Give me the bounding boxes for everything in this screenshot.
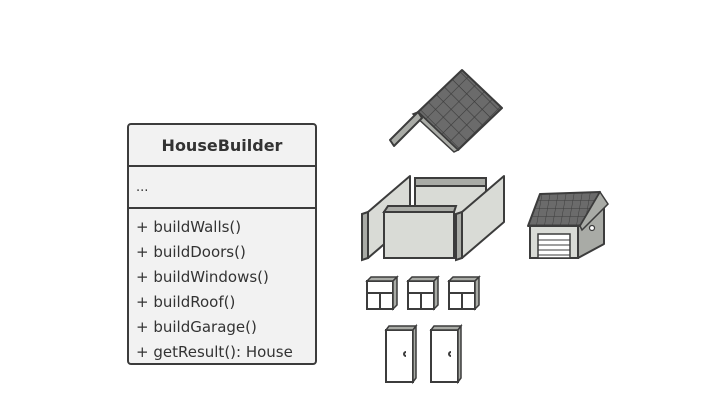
class-name: HouseBuilder: [129, 125, 315, 167]
window-icon: [447, 275, 481, 311]
class-methods: + buildWalls() + buildDoors() + buildWin…: [129, 209, 315, 365]
door-icon: [429, 323, 463, 385]
window-icon: [406, 275, 440, 311]
garage-icon: [527, 190, 609, 259]
method-build-walls: + buildWalls(): [136, 218, 242, 236]
window-icon: [365, 275, 399, 311]
method-build-garage: + buildGarage(): [136, 318, 257, 336]
method-get-result: + getResult(): House: [136, 343, 293, 361]
housebuilder-class-box: HouseBuilder ... + buildWalls() + buildD…: [127, 123, 317, 365]
method-build-doors: + buildDoors(): [136, 243, 246, 261]
class-fields: ...: [129, 167, 315, 209]
method-build-windows: + buildWindows(): [136, 268, 269, 286]
walls-icon: [361, 175, 505, 262]
door-icon: [384, 323, 418, 385]
roof-icon: [389, 69, 503, 153]
method-build-roof: + buildRoof(): [136, 293, 236, 311]
